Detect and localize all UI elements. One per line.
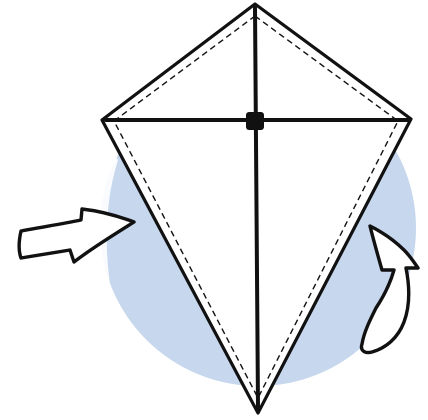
kite-center-knot <box>246 112 264 130</box>
